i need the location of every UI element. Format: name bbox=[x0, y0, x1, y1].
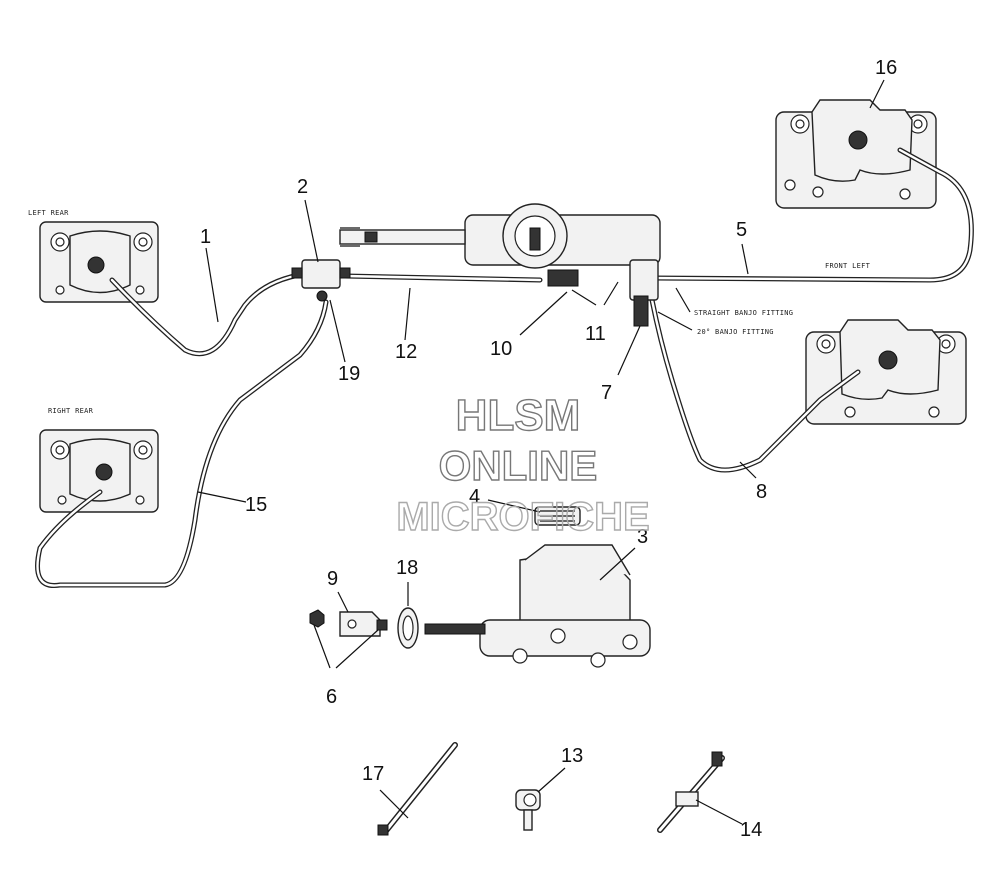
callout-13: 13 bbox=[561, 745, 583, 767]
cable-tie bbox=[377, 742, 458, 836]
callout-12: 12 bbox=[395, 341, 417, 363]
brake-tee-block bbox=[291, 259, 351, 302]
leader-lines bbox=[197, 79, 885, 825]
boot bbox=[397, 607, 419, 649]
watermark-line-3: MICROFICHE bbox=[396, 495, 649, 539]
line-clip bbox=[515, 789, 541, 831]
left-rear-caliper bbox=[39, 221, 159, 303]
callout-9: 9 bbox=[327, 568, 338, 590]
label-straight-banjo: STRAIGHT BANJO FITTING bbox=[694, 309, 793, 317]
watermark-line-2: ONLINE bbox=[439, 442, 598, 489]
reservoir-cap bbox=[534, 506, 581, 526]
callout-8: 8 bbox=[756, 481, 767, 503]
brake-lines bbox=[35, 147, 974, 589]
mounted-master-cylinder bbox=[339, 203, 661, 327]
watermark-line-1: HLSM bbox=[456, 391, 581, 440]
callout-6: 6 bbox=[326, 686, 337, 708]
callout-19: 19 bbox=[338, 363, 360, 385]
label-front-left: FRONT LEFT bbox=[825, 262, 871, 270]
callout-5: 5 bbox=[736, 219, 747, 241]
callout-17: 17 bbox=[362, 763, 384, 785]
callout-11: 11 bbox=[585, 323, 606, 345]
master-cylinder-assembly bbox=[424, 544, 651, 668]
clevis-and-nuts bbox=[309, 609, 388, 637]
callout-16: 16 bbox=[875, 57, 897, 79]
callout-2: 2 bbox=[297, 176, 308, 198]
callout-3: 3 bbox=[637, 526, 648, 548]
callout-18: 18 bbox=[396, 557, 418, 579]
bracket-tie bbox=[657, 751, 725, 833]
right-rear-caliper bbox=[39, 429, 159, 513]
label-right-rear: RIGHT REAR bbox=[48, 407, 94, 415]
label-20-banjo: 20° BANJO FITTING bbox=[697, 328, 774, 336]
callout-7: 7 bbox=[601, 382, 612, 404]
callout-1: 1 bbox=[200, 226, 211, 248]
callout-14: 14 bbox=[740, 819, 762, 841]
front-right-caliper bbox=[805, 319, 967, 425]
callout-10: 10 bbox=[490, 338, 512, 360]
callout-15: 15 bbox=[245, 494, 267, 516]
label-left-rear: LEFT REAR bbox=[28, 209, 69, 217]
front-left-caliper bbox=[775, 99, 937, 209]
callout-4: 4 bbox=[469, 486, 480, 508]
